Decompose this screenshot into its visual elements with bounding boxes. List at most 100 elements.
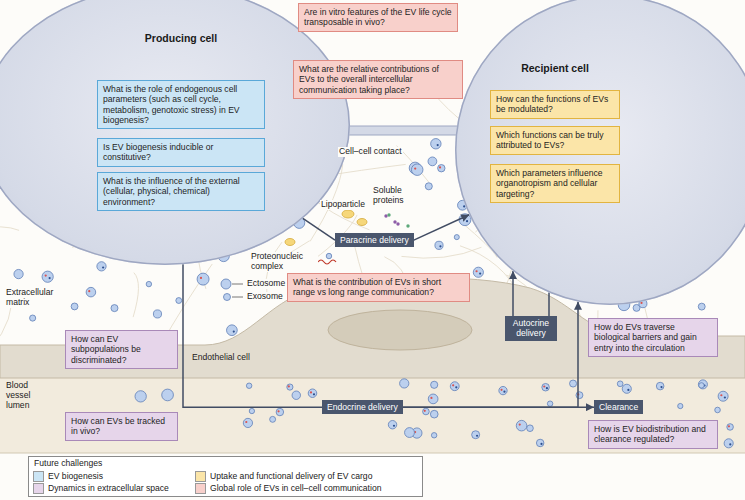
vesicle	[699, 383, 704, 388]
soluble-protein	[406, 224, 409, 227]
matrix-fiber	[506, 292, 546, 299]
box-text: Paracrine delivery	[340, 235, 409, 245]
part-label: Extracellular matrix	[5, 288, 65, 308]
part-label: Proteonucleic complex	[250, 252, 318, 272]
vesicle-cargo	[245, 421, 247, 423]
vesicle	[431, 381, 438, 388]
vesicle-membrane	[454, 235, 459, 240]
vesicle	[308, 389, 317, 398]
vesicle	[249, 408, 254, 413]
vesicle-cargo	[201, 279, 203, 281]
vesicle-cargo	[455, 386, 457, 388]
vesicle-cargo	[452, 384, 454, 386]
vesicle-membrane	[698, 380, 707, 389]
lipoparticle	[285, 239, 295, 246]
vesicle	[405, 428, 415, 438]
soluble-protein	[384, 214, 387, 217]
delivery-arrow	[303, 218, 335, 240]
vesicle-membrane	[472, 431, 480, 439]
box-text: Clearance	[599, 402, 638, 412]
vesicle-membrane	[698, 303, 705, 310]
vesicle	[428, 157, 437, 166]
vesicle-cargo	[200, 277, 202, 279]
vesicle-membrane	[425, 183, 432, 190]
legend-swatch	[195, 471, 206, 482]
vesicle-membrane	[243, 418, 252, 427]
cell-heading: Producing cell	[97, 32, 265, 45]
delivery-box: Endocrine delivery	[322, 400, 403, 414]
part-label: Lipoparticle	[320, 200, 366, 210]
vesicle-membrane	[388, 420, 396, 428]
vesicle	[409, 162, 421, 174]
legend-entry: Uptake and functional delivery of EV car…	[195, 471, 372, 482]
box-text: Endocrine delivery	[327, 402, 398, 412]
vesicle-membrane	[431, 433, 436, 438]
vesicle-membrane	[287, 384, 293, 390]
vesicle-cargo	[430, 397, 432, 399]
leader-line	[232, 284, 243, 285]
vesicle	[527, 425, 534, 432]
vesicle	[135, 391, 146, 402]
vesicle-cargo	[500, 389, 502, 391]
vesicle-cargo	[724, 396, 726, 398]
vesicle-cargo	[49, 277, 51, 279]
vesicle	[547, 401, 552, 406]
vesicle	[472, 431, 480, 439]
vesicle	[499, 386, 507, 394]
vesicle	[430, 410, 438, 418]
vesicle	[411, 164, 423, 176]
vesicle-cargo	[475, 270, 477, 272]
vesicle-membrane	[111, 305, 118, 312]
vesicle	[111, 305, 118, 312]
vesicle	[570, 380, 577, 387]
vesicle	[97, 262, 106, 271]
vesicle	[326, 253, 331, 258]
vesicle-cargo	[476, 435, 478, 437]
delivery-arrow	[403, 302, 578, 407]
vesicle-cargo	[546, 387, 548, 389]
vesicle-membrane	[715, 407, 721, 413]
matrix-fiber	[303, 330, 389, 333]
part-label: Endothelial cell	[191, 353, 251, 363]
cell-nucleus	[328, 310, 472, 350]
question-box: What is the influence of the external (c…	[97, 172, 265, 211]
part-label: Exosome	[246, 292, 284, 302]
vesicle	[536, 439, 544, 447]
vesicle-membrane	[536, 439, 544, 447]
vesicle	[715, 407, 721, 413]
box-text: How can EVs be tracked in vivo?	[71, 416, 172, 437]
vesicle-membrane	[576, 392, 583, 399]
vesicle-membrane	[570, 380, 577, 387]
box-text: What is the influence of the external (c…	[103, 176, 259, 207]
vesicle-cargo	[288, 385, 290, 387]
vesicle	[435, 241, 443, 249]
vesicle-membrane	[428, 394, 438, 404]
vesicle-membrane	[292, 391, 300, 399]
vesicle-cargo	[414, 431, 416, 433]
vesicle-membrane	[430, 410, 438, 418]
vesicle-cargo	[313, 393, 315, 395]
vesicle-cargo	[424, 410, 426, 412]
vesicle-membrane	[435, 241, 443, 249]
vesicle-membrane	[499, 386, 507, 394]
vesicle-membrane	[423, 408, 430, 415]
question-box: How do EVs traverse biological barriers …	[588, 318, 718, 357]
vesicle	[718, 391, 728, 401]
box-text: What is the role of endogenous cell para…	[103, 84, 259, 125]
vesicle	[516, 420, 527, 431]
legend-entry: EV biogenesis	[33, 471, 103, 482]
vesicle-cargo	[439, 166, 441, 168]
vesicle-membrane	[633, 304, 640, 311]
box-text: Autocrine delivery	[510, 318, 552, 339]
vesicle	[162, 389, 174, 401]
vesicle-membrane	[135, 391, 146, 402]
vesicle-membrane	[699, 383, 704, 388]
box-text: How do EVs traverse biological barriers …	[594, 322, 712, 353]
legend-entry: Global role of EVs in cell–cell communic…	[195, 483, 381, 494]
box-text: How can the functions of EVs be modulate…	[496, 94, 614, 115]
question-box: Are in vitro features of the EV life cyc…	[298, 3, 458, 32]
vesicle	[86, 287, 96, 297]
vesicle	[71, 303, 78, 310]
box-text: Which functions can be truly attributed …	[496, 130, 614, 151]
legend-swatch	[33, 483, 44, 494]
